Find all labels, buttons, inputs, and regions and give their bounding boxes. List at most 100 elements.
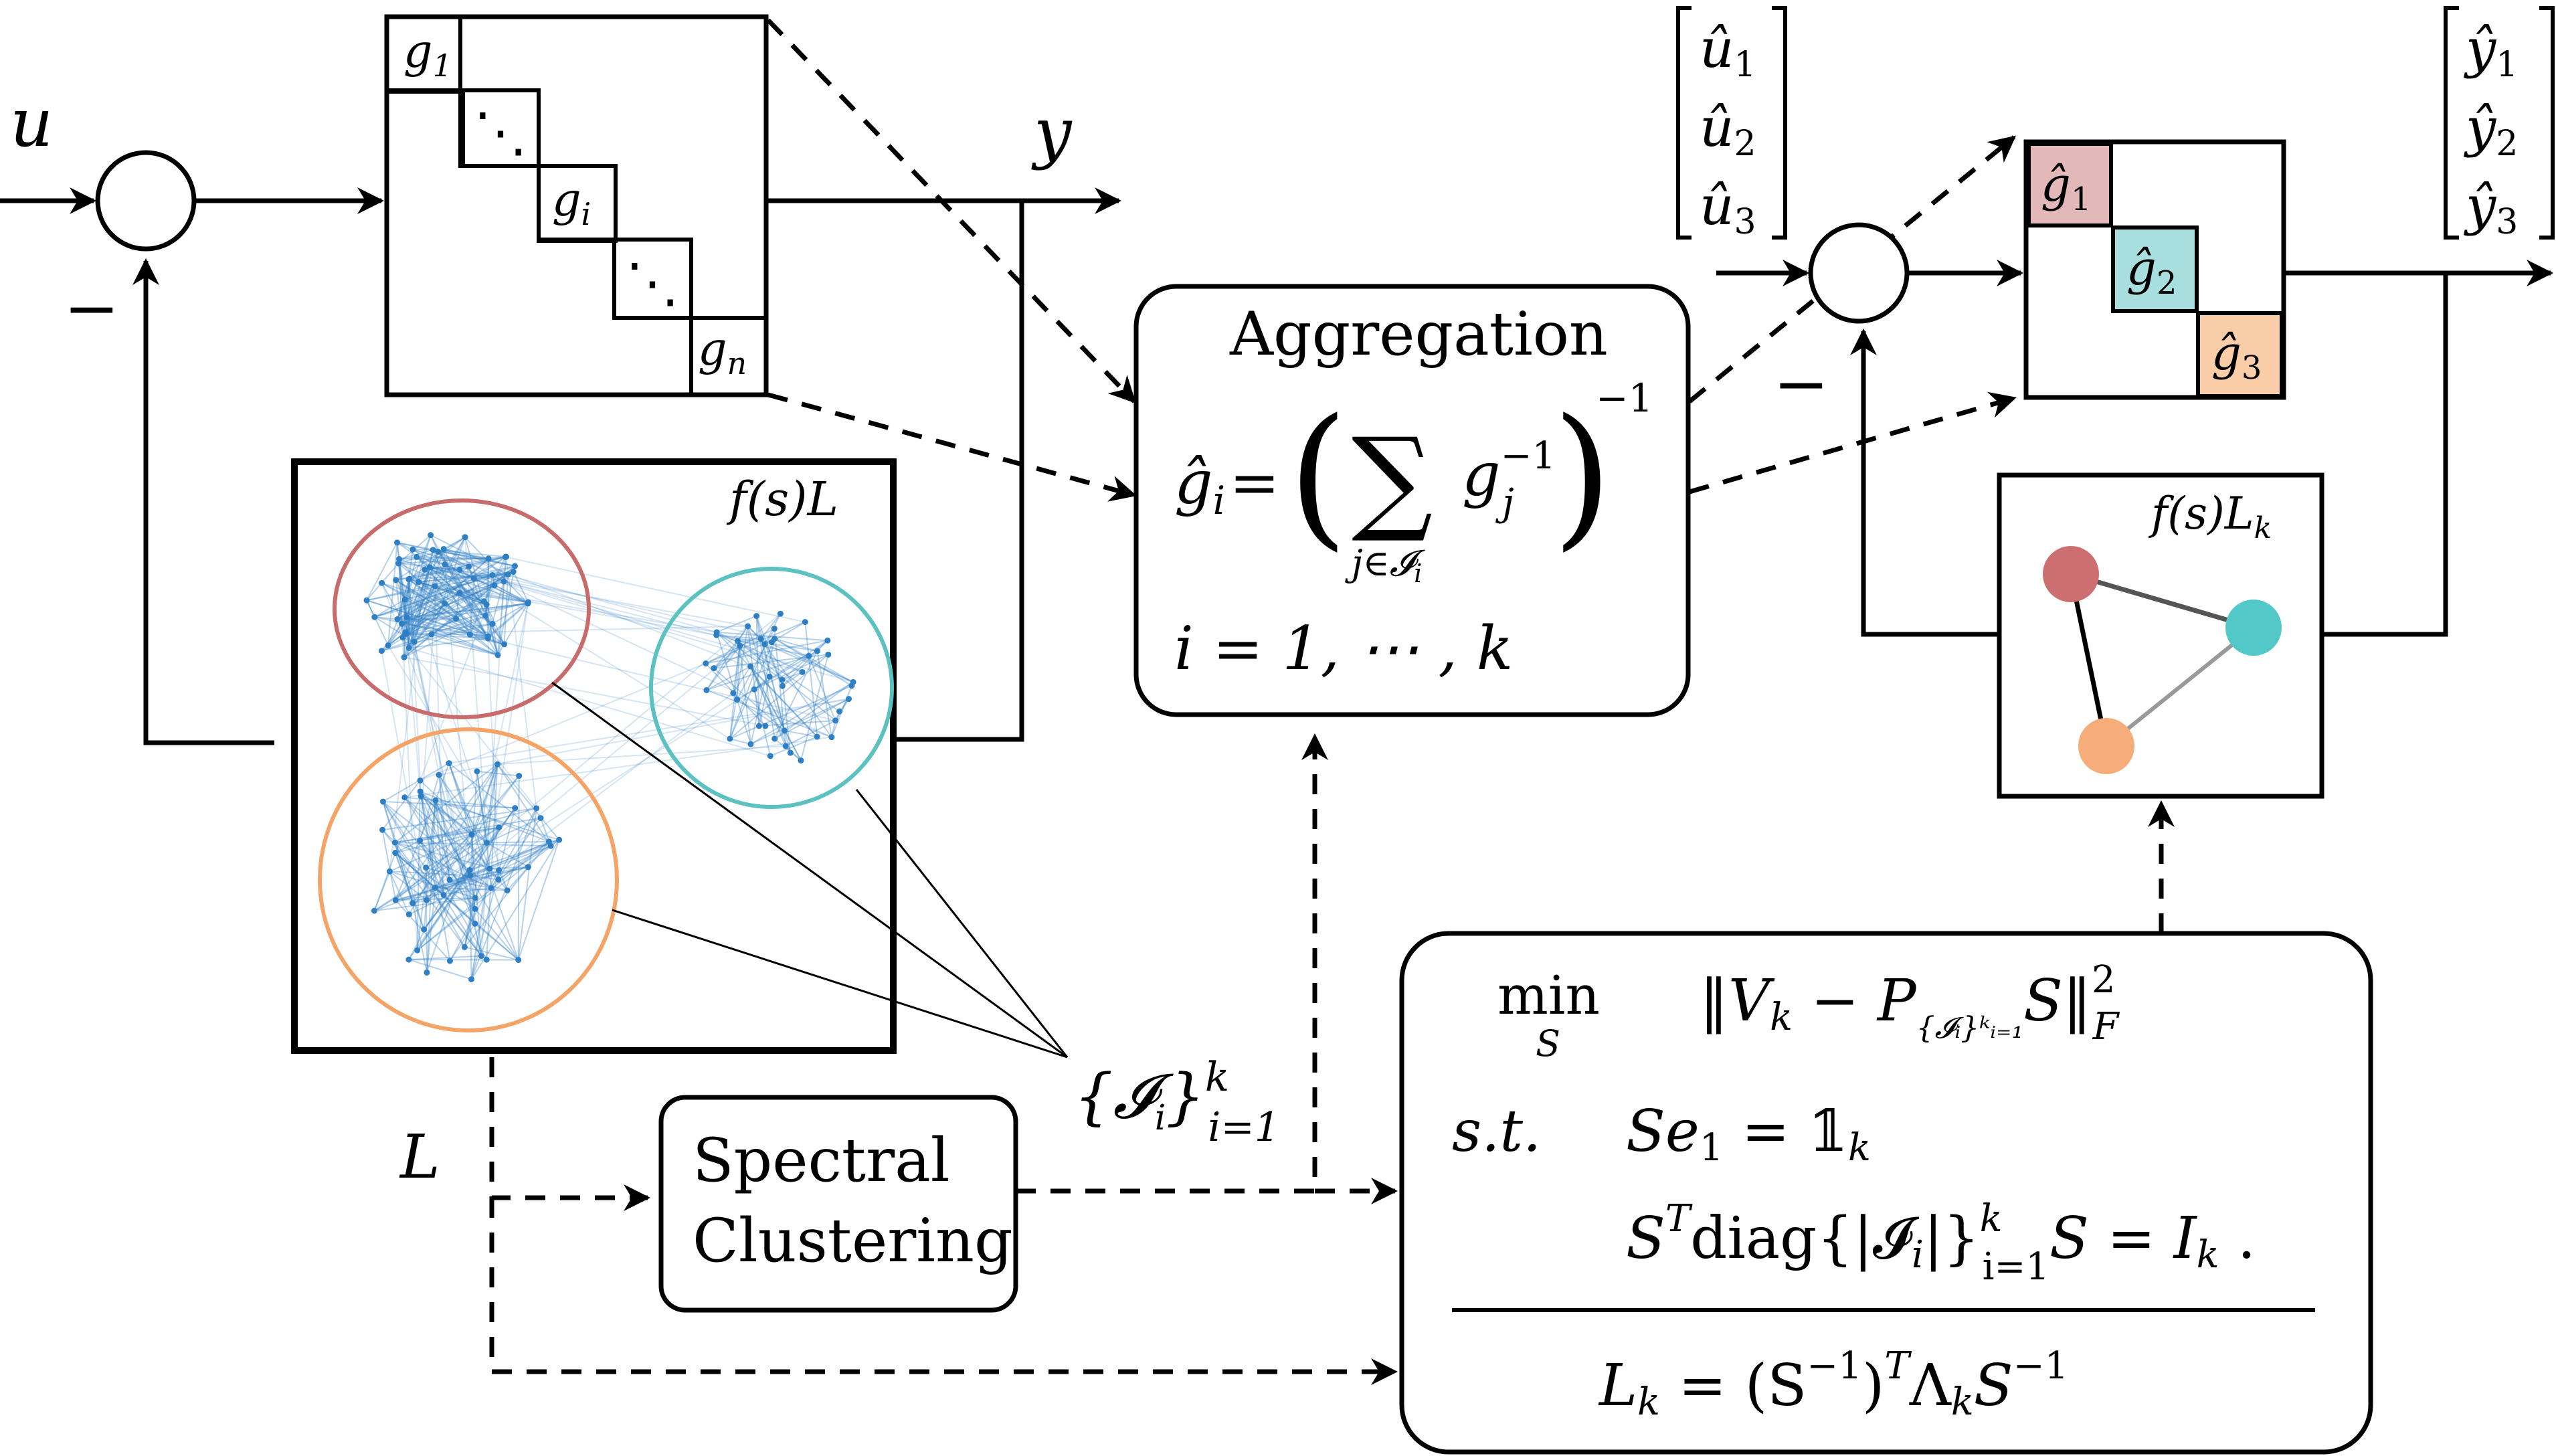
network-node — [409, 546, 416, 553]
network-edge — [420, 790, 549, 842]
network-edge — [402, 579, 410, 638]
network-node — [414, 553, 420, 560]
network-edge — [517, 808, 537, 960]
network-node — [734, 697, 741, 703]
network-edge — [774, 738, 802, 761]
network-edge — [834, 699, 850, 721]
reduced-summing-junction — [1808, 222, 1910, 324]
network-node — [556, 836, 563, 843]
network-edge — [736, 699, 785, 731]
network-edge — [464, 763, 498, 947]
network-edge — [469, 869, 492, 889]
network-edge — [405, 617, 476, 909]
aggregation-lhs: ĝi= — [1174, 448, 1280, 523]
network-edge — [408, 578, 505, 645]
dashed-aggregation-to-reduced-2 — [1689, 391, 2017, 494]
network-node — [802, 619, 808, 626]
network-edge — [464, 537, 498, 656]
network-edge — [403, 797, 476, 909]
network-node — [533, 805, 540, 812]
network-edge — [804, 622, 818, 737]
network-edge — [426, 800, 436, 973]
network-edge — [784, 729, 818, 738]
svg-text:ŷ2: ŷ2 — [2464, 96, 2518, 164]
network-edge — [486, 558, 490, 605]
network-edge — [405, 557, 489, 633]
feedback-back-wire — [132, 258, 274, 745]
network-node — [489, 620, 496, 627]
network-node — [446, 958, 453, 964]
network-node — [782, 743, 789, 749]
network-edge — [458, 592, 498, 656]
network-node — [409, 900, 416, 907]
network-node — [753, 613, 760, 620]
network-node — [399, 634, 406, 641]
network-edge — [737, 640, 765, 645]
network-edge — [435, 800, 476, 899]
minus-sign-right: − — [1773, 345, 1829, 423]
network-edge — [405, 571, 514, 600]
network-edge — [398, 563, 484, 602]
network-node — [711, 665, 717, 672]
reduced-node-2 — [2225, 600, 2282, 656]
network-edge — [706, 666, 751, 691]
network-node — [417, 788, 424, 795]
network-node — [415, 579, 422, 585]
network-node — [703, 660, 709, 667]
network-edge — [492, 574, 775, 640]
network-edge — [749, 666, 792, 753]
network-edge — [420, 780, 488, 844]
network-edge — [717, 631, 828, 642]
spectral-line-1: Spectral — [693, 1125, 950, 1196]
network-edge — [403, 615, 486, 658]
network-node — [401, 794, 408, 801]
reduced-matrix-cell-3 — [2196, 311, 2284, 398]
network-edge — [405, 573, 509, 633]
network-edge — [412, 903, 428, 973]
network-node — [466, 867, 473, 873]
feedback-out-wire — [893, 201, 1024, 742]
network-edge — [404, 569, 426, 633]
y-hat-vector: ŷ1 ŷ2 ŷ3 — [2444, 6, 2555, 242]
network-edge — [443, 613, 782, 896]
gi-entry: gi — [552, 174, 591, 232]
network-edge — [474, 868, 490, 899]
network-edge — [435, 839, 560, 889]
network-edge — [781, 679, 792, 753]
network-edge — [785, 719, 836, 747]
network-edge — [487, 581, 505, 639]
network-edge — [737, 640, 809, 657]
network-edge — [387, 603, 446, 646]
network-edge — [366, 600, 488, 639]
network-node — [386, 868, 393, 875]
g-hat-2-entry: ĝ2 — [2126, 241, 2177, 302]
network-edge — [406, 633, 498, 656]
network-edge — [760, 638, 854, 683]
network-edge — [716, 632, 751, 745]
network-edge — [476, 770, 519, 777]
network-edge — [408, 808, 516, 960]
network-edge — [443, 548, 515, 567]
network-edge — [459, 592, 529, 604]
network-edge — [406, 602, 529, 618]
network-edge — [808, 655, 836, 721]
network-edge — [401, 602, 529, 625]
network-edge — [382, 807, 537, 831]
network-node — [751, 686, 757, 693]
network-edge — [430, 534, 509, 575]
network-node — [426, 564, 433, 571]
reduced-matrix-block: ĝ1 ĝ2 ĝ3 — [2023, 139, 2286, 400]
network-edge — [398, 559, 403, 624]
network-edge — [486, 817, 541, 844]
network-node — [466, 631, 473, 638]
network-edge — [394, 796, 422, 853]
network-edge — [782, 640, 828, 687]
network-edge — [431, 634, 498, 656]
network-edge — [403, 599, 406, 658]
network-edge — [387, 542, 398, 646]
network-edge — [403, 656, 766, 727]
